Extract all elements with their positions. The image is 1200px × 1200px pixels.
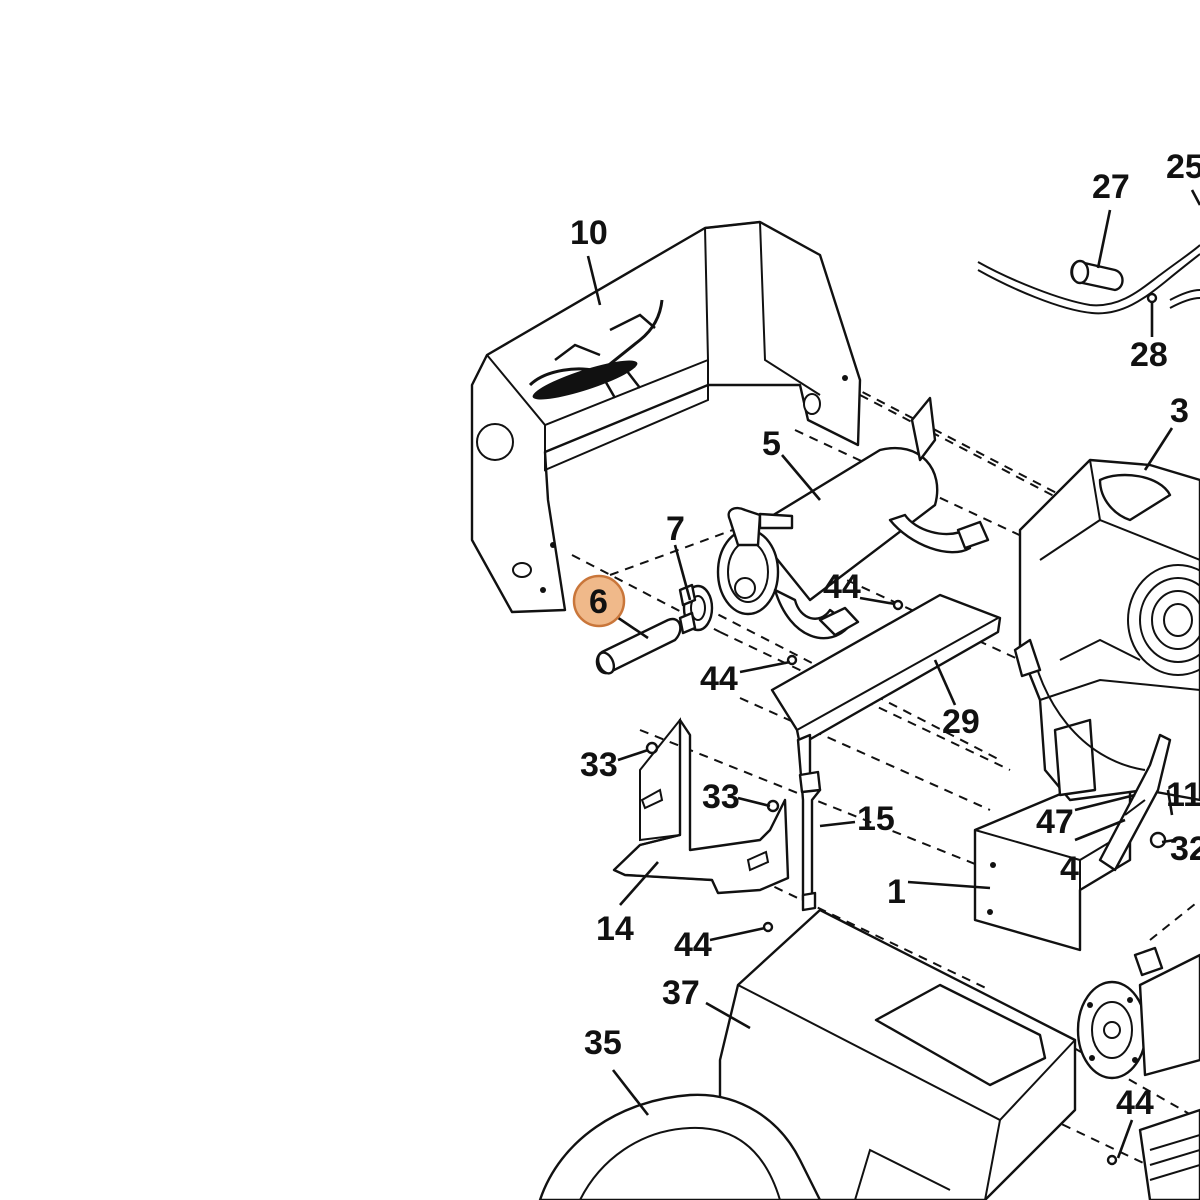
- callout-3[interactable]: 3: [1170, 392, 1189, 430]
- callout-37[interactable]: 37: [662, 974, 700, 1012]
- drive-hub: [1076, 946, 1200, 1200]
- part-4-linkage: [1098, 733, 1172, 872]
- brand-logo-icon: [528, 299, 664, 400]
- callout-44-c[interactable]: 44: [674, 926, 712, 964]
- callout-15[interactable]: 15: [857, 800, 895, 838]
- part-27-fuel-filter: [977, 244, 1200, 315]
- callout-33-a[interactable]: 33: [580, 746, 618, 784]
- callout-33-b[interactable]: 33: [702, 778, 740, 816]
- callout-6[interactable]: 6: [589, 583, 608, 621]
- callout-28[interactable]: 28: [1130, 336, 1168, 374]
- callout-11[interactable]: 11: [1166, 776, 1200, 814]
- callout-25[interactable]: 25: [1166, 148, 1200, 186]
- callout-4[interactable]: 4: [1060, 850, 1079, 888]
- part-5-muffler: [716, 396, 990, 640]
- callout-14[interactable]: 14: [596, 910, 634, 948]
- callout-47[interactable]: 47: [1036, 803, 1074, 841]
- part-7-clamp: [678, 583, 714, 635]
- part-6-exhaust-tube: [595, 617, 682, 675]
- part-15-strap: [796, 733, 822, 912]
- callout-44-b[interactable]: 44: [700, 660, 738, 698]
- callout-27[interactable]: 27: [1092, 168, 1130, 206]
- part-14-battery-tray: [612, 717, 790, 895]
- engine-fan-grille-icon: [1127, 564, 1200, 676]
- callout-35[interactable]: 35: [584, 1024, 622, 1062]
- part-37-cover: [718, 908, 1077, 1200]
- callout-1[interactable]: 1: [887, 873, 906, 911]
- callout-5[interactable]: 5: [762, 425, 781, 463]
- part-10-heat-shield: [470, 220, 862, 614]
- callout-labels: 10 27 25 28 3 5 7 6 44 44 29 33 33 15 11…: [570, 148, 1200, 1122]
- part-3-engine: [1013, 458, 1200, 802]
- selected-callout-ring[interactable]: [572, 574, 626, 628]
- callout-44-d[interactable]: 44: [1116, 1084, 1154, 1122]
- part-29-plate: [770, 593, 1002, 747]
- callout-44-a[interactable]: 44: [823, 568, 861, 606]
- part-35-tire: [538, 1093, 951, 1200]
- callout-10[interactable]: 10: [570, 214, 608, 252]
- leader-lines: [586, 189, 1200, 1159]
- callout-29[interactable]: 29: [942, 703, 980, 741]
- callout-7[interactable]: 7: [666, 510, 685, 548]
- callout-32[interactable]: 32: [1170, 830, 1200, 868]
